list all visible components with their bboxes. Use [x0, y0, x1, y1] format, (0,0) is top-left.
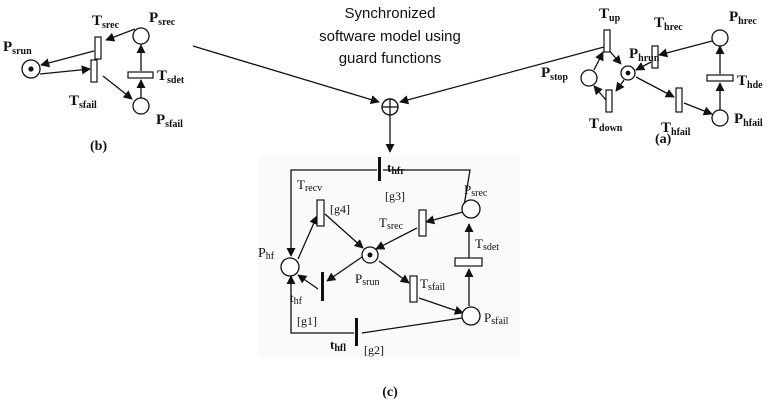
panel-c-background [258, 156, 520, 358]
label-a-thde: Thde [737, 73, 763, 91]
arc-c-thfr-phf [286, 169, 377, 257]
transition-b-sfail [90, 59, 98, 83]
transition-b-srec [94, 36, 102, 60]
label-a-pstop: Pstop [541, 65, 568, 83]
place-c-sfail [461, 306, 481, 326]
arc-c-thfl-phf [286, 275, 354, 334]
label-c-psrec: Psrec [464, 182, 488, 199]
place-c-hf [280, 257, 300, 277]
label-c-thf: thf [290, 290, 303, 307]
place-b-sfail [132, 97, 150, 115]
guard-c-g4: [g4] [330, 202, 350, 216]
arc-b-psrun-tsfail [39, 65, 91, 75]
arc-a-phrun-tdown [615, 79, 625, 92]
transition-c-tsrec [418, 209, 427, 237]
place-a-stop [580, 69, 598, 87]
arc-a-thfail-phfail [683, 102, 713, 116]
arc-a-phrun-thfail [635, 76, 675, 98]
transition-a-hfail [675, 87, 683, 113]
caption-line-2: software model using [319, 28, 461, 45]
transition-c-thf [321, 272, 324, 301]
transition-c-tsfail [409, 275, 418, 303]
arc-c-psfail-thfl [361, 317, 463, 334]
arc-b-psrec-tsrec [105, 28, 136, 42]
label-b-tsrec: Tsrec [92, 13, 120, 31]
label-b-psrec: Psrec [149, 10, 176, 28]
panel-c-label: (c) [382, 385, 398, 400]
caption-line-1: Synchronized [345, 5, 436, 22]
transition-a-hde [706, 74, 734, 82]
panel-c: thfr [g3] Trecv [g4] Psrec Tsrec Tsdet P… [258, 156, 520, 400]
label-b-tsfail: Tsfail [69, 93, 97, 111]
transition-a-up [603, 29, 611, 53]
transition-c-thfl [355, 318, 358, 346]
arc-a-phrec-threc [658, 39, 717, 58]
label-c-tsfail: Tsfail [420, 276, 445, 293]
label-c-thfl: thfl [330, 337, 346, 354]
arrow-b-to-merge [192, 45, 380, 104]
panel-a-label: (a) [655, 132, 672, 147]
label-a-phrun: Phrun [629, 46, 660, 64]
token-a-hrun [625, 70, 631, 76]
label-c-phf: Phf [258, 246, 275, 262]
arc-c-phf-trecv [297, 215, 318, 260]
label-c-thfr: thfr [387, 160, 405, 177]
label-b-psfail: Psfail [156, 112, 183, 130]
label-c-psrun: Psrun [355, 271, 379, 288]
transition-a-down [605, 89, 613, 113]
label-a-tup: Tup [599, 6, 621, 24]
arc-b-tsrec-psrun [40, 50, 95, 68]
arc-c-psrun-thf [326, 256, 363, 282]
transition-c-trecv [316, 199, 325, 227]
label-a-tdown: Tdown [589, 116, 623, 134]
arc-b-tsfail-psfail [102, 75, 133, 100]
guard-c-g2: [g2] [364, 343, 384, 357]
synchronization-header: Synchronized software model using guard … [192, 5, 605, 153]
label-a-phrec: Phrec [729, 9, 757, 27]
arc-c-tsfail-psfail [418, 297, 464, 315]
label-c-trecv: Trecv [297, 177, 322, 194]
arc-c-psrec-thfr [383, 169, 471, 207]
transition-a-hrec [651, 45, 659, 69]
label-a-threc: Threc [654, 15, 683, 33]
arc-c-trecv-psrun [324, 213, 364, 249]
label-c-psfail: Psfail [484, 310, 509, 327]
arc-c-thf-phf [297, 274, 319, 290]
arc-c-psrun-tsfail [378, 260, 410, 284]
label-a-thfail: Thfail [661, 120, 691, 138]
label-c-tsrec: Tsrec [379, 215, 404, 232]
place-b-srec [132, 27, 150, 45]
token-b-srun [28, 66, 34, 72]
place-a-hfail [711, 109, 729, 127]
arc-a-tdown-pstop [593, 85, 607, 101]
place-a-hrec [711, 29, 729, 47]
label-a-phfail: Phfail [734, 111, 763, 129]
panel-b: Psrun Tsrec Psrec Tsdet Tsfail Psfail (b… [3, 10, 185, 154]
label-c-tsdet: Tsdet [475, 236, 499, 253]
arrow-a-to-merge [399, 46, 605, 105]
label-b-psrun: Psrun [3, 39, 32, 57]
arc-c-psrec-tsrec [425, 211, 464, 225]
transition-b-sdet [127, 71, 154, 79]
token-c-srun [367, 252, 373, 258]
transition-c-tsdet [454, 257, 483, 267]
transition-c-thfr [378, 157, 381, 181]
caption-line-3: guard functions [339, 50, 442, 67]
arc-a-pstop-tup [593, 51, 604, 71]
guard-c-g3: [g3] [385, 189, 405, 203]
arc-a-threc-phrun [635, 61, 652, 71]
place-c-srec [461, 199, 481, 219]
panel-b-label: (b) [90, 139, 107, 154]
label-b-tsdet: Tsdet [157, 68, 185, 86]
guard-c-g1: [g1] [297, 314, 317, 328]
arc-c-tsrec-psrun [375, 227, 418, 250]
panel-a: Tup Threc Phrec Phrun Pstop Thde Tdown T… [541, 6, 763, 147]
